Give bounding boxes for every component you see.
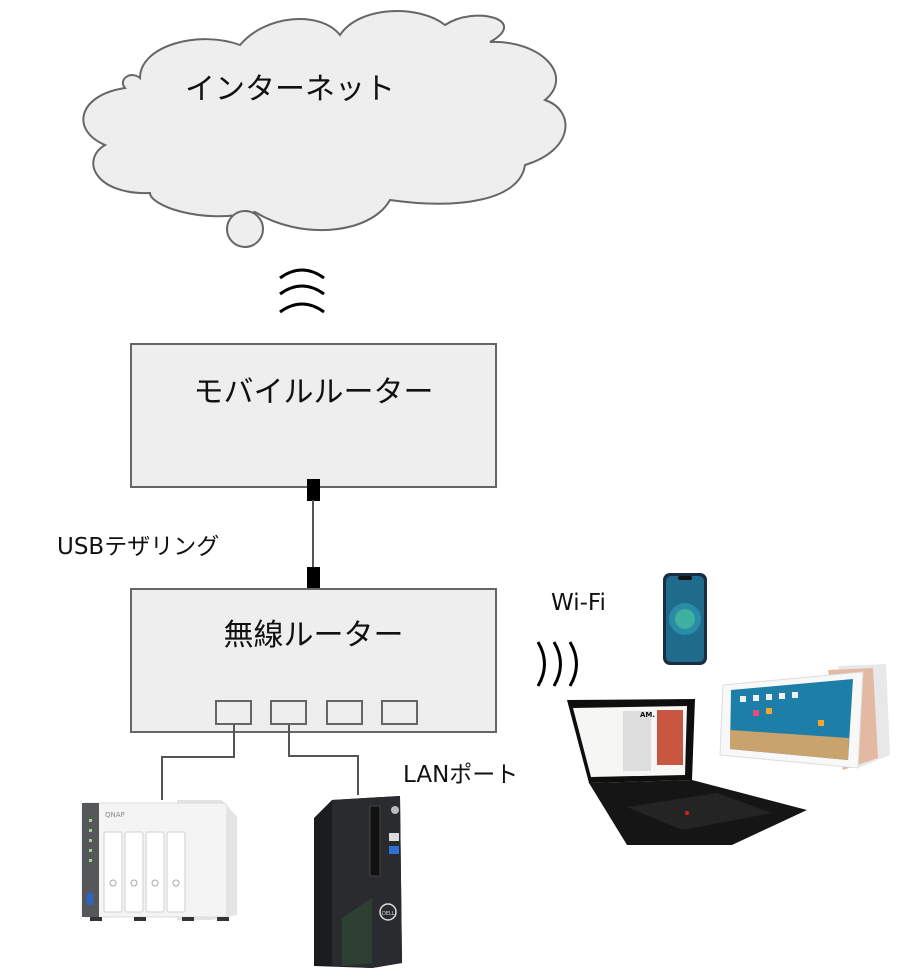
wifi-label: Wi-Fi — [551, 590, 606, 616]
nas-brand: QNAP — [105, 811, 125, 819]
wifi-signal-icon — [536, 641, 578, 687]
usb-plug-bottom — [307, 567, 320, 589]
cloud-shape — [82, 10, 567, 231]
lan-port-1 — [215, 700, 252, 725]
usb-tethering-label: USBテザリング — [57, 534, 220, 560]
smartphone-icon — [663, 573, 707, 665]
desktop-brand: DELL — [382, 911, 395, 917]
nas-device-icon: QNAP — [81, 800, 237, 921]
internet-label: インターネット — [185, 72, 395, 107]
lan-port-3 — [326, 700, 363, 725]
usb-cable — [312, 500, 314, 568]
desktop-pc-icon: DELL — [314, 796, 402, 968]
lan-port-label: LANポート — [403, 762, 519, 788]
usb-plug-top — [307, 479, 320, 501]
cloud-bubble — [226, 210, 264, 248]
laptop-icon: AM. — [567, 699, 807, 845]
mobile-router-box: モバイルルーター — [130, 343, 497, 488]
mobile-router-label: モバイルルーター — [193, 375, 434, 410]
lan-cable-desktop — [288, 725, 359, 795]
lan-cable-nas — [161, 725, 235, 800]
wireless-router-box: 無線ルーター — [130, 588, 497, 733]
wireless-router-label: 無線ルーター — [223, 618, 404, 653]
tablet-icon — [719, 664, 890, 770]
lan-port-4 — [381, 700, 418, 725]
laptop-screen-text: AM. — [640, 711, 655, 719]
lan-port-2 — [270, 700, 307, 725]
internet-cloud-icon — [82, 10, 567, 248]
cellular-signal-icon — [279, 268, 325, 314]
